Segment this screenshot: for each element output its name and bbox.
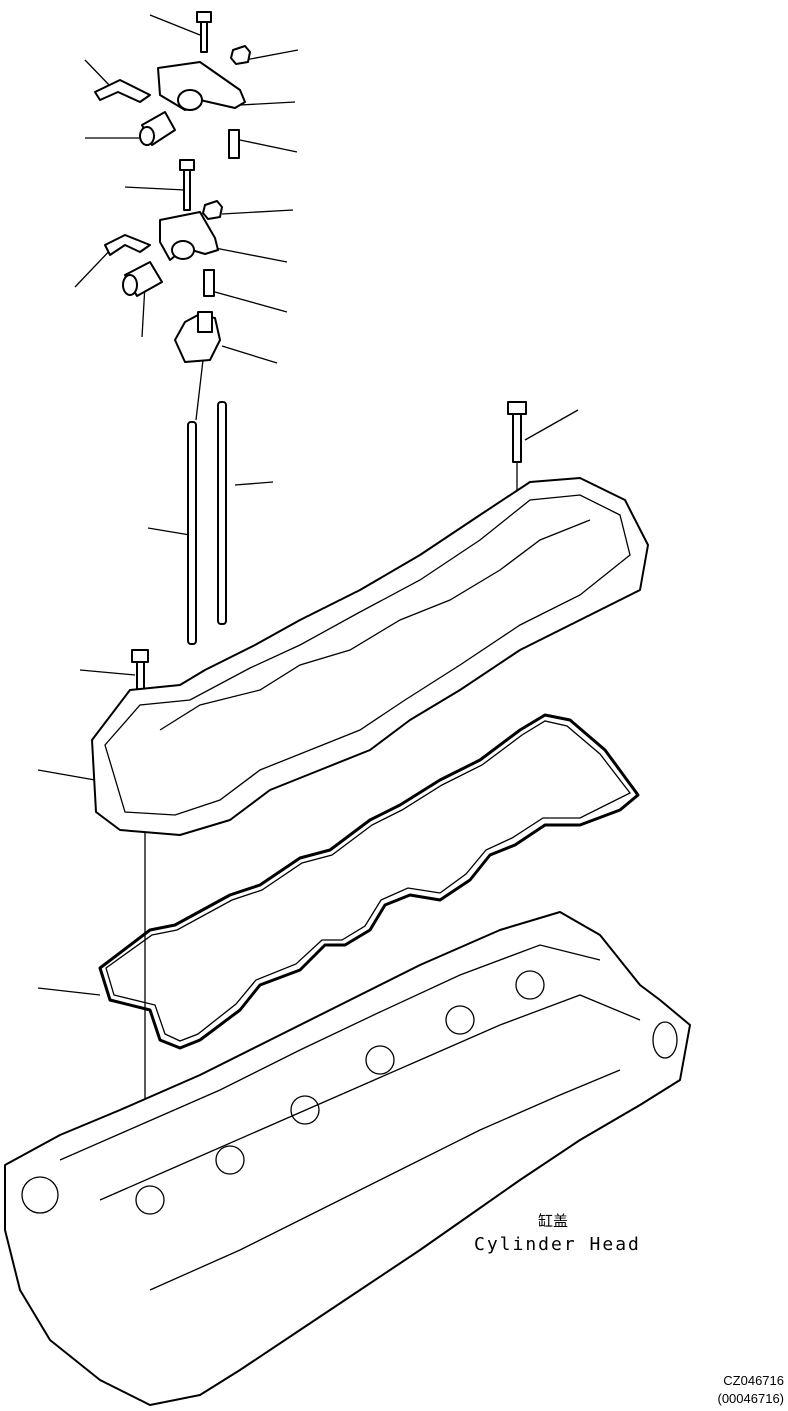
bolt-head xyxy=(196,11,212,23)
pushrods xyxy=(187,401,227,645)
rocker-cover xyxy=(91,477,649,836)
cylinder-head xyxy=(4,911,691,1406)
part-label-english: Cylinder Head xyxy=(474,1234,641,1255)
lower-rocker-assembly xyxy=(104,159,223,363)
nut xyxy=(230,45,251,65)
drawing-code: CZ046716 xyxy=(723,1373,784,1388)
drawing-code-alt: (00046716) xyxy=(717,1391,785,1406)
pushrod-short xyxy=(217,401,227,625)
pushrod-long xyxy=(187,421,197,645)
adjust-screw xyxy=(228,129,240,159)
bolt-shank xyxy=(200,21,208,53)
cover-bolts xyxy=(131,401,527,691)
leader-lines xyxy=(37,14,579,1140)
upper-rocker-assembly xyxy=(94,11,251,159)
cover-gasket xyxy=(98,713,640,1050)
bracket xyxy=(94,79,151,103)
part-label-chinese: 缸盖 xyxy=(538,1212,569,1230)
